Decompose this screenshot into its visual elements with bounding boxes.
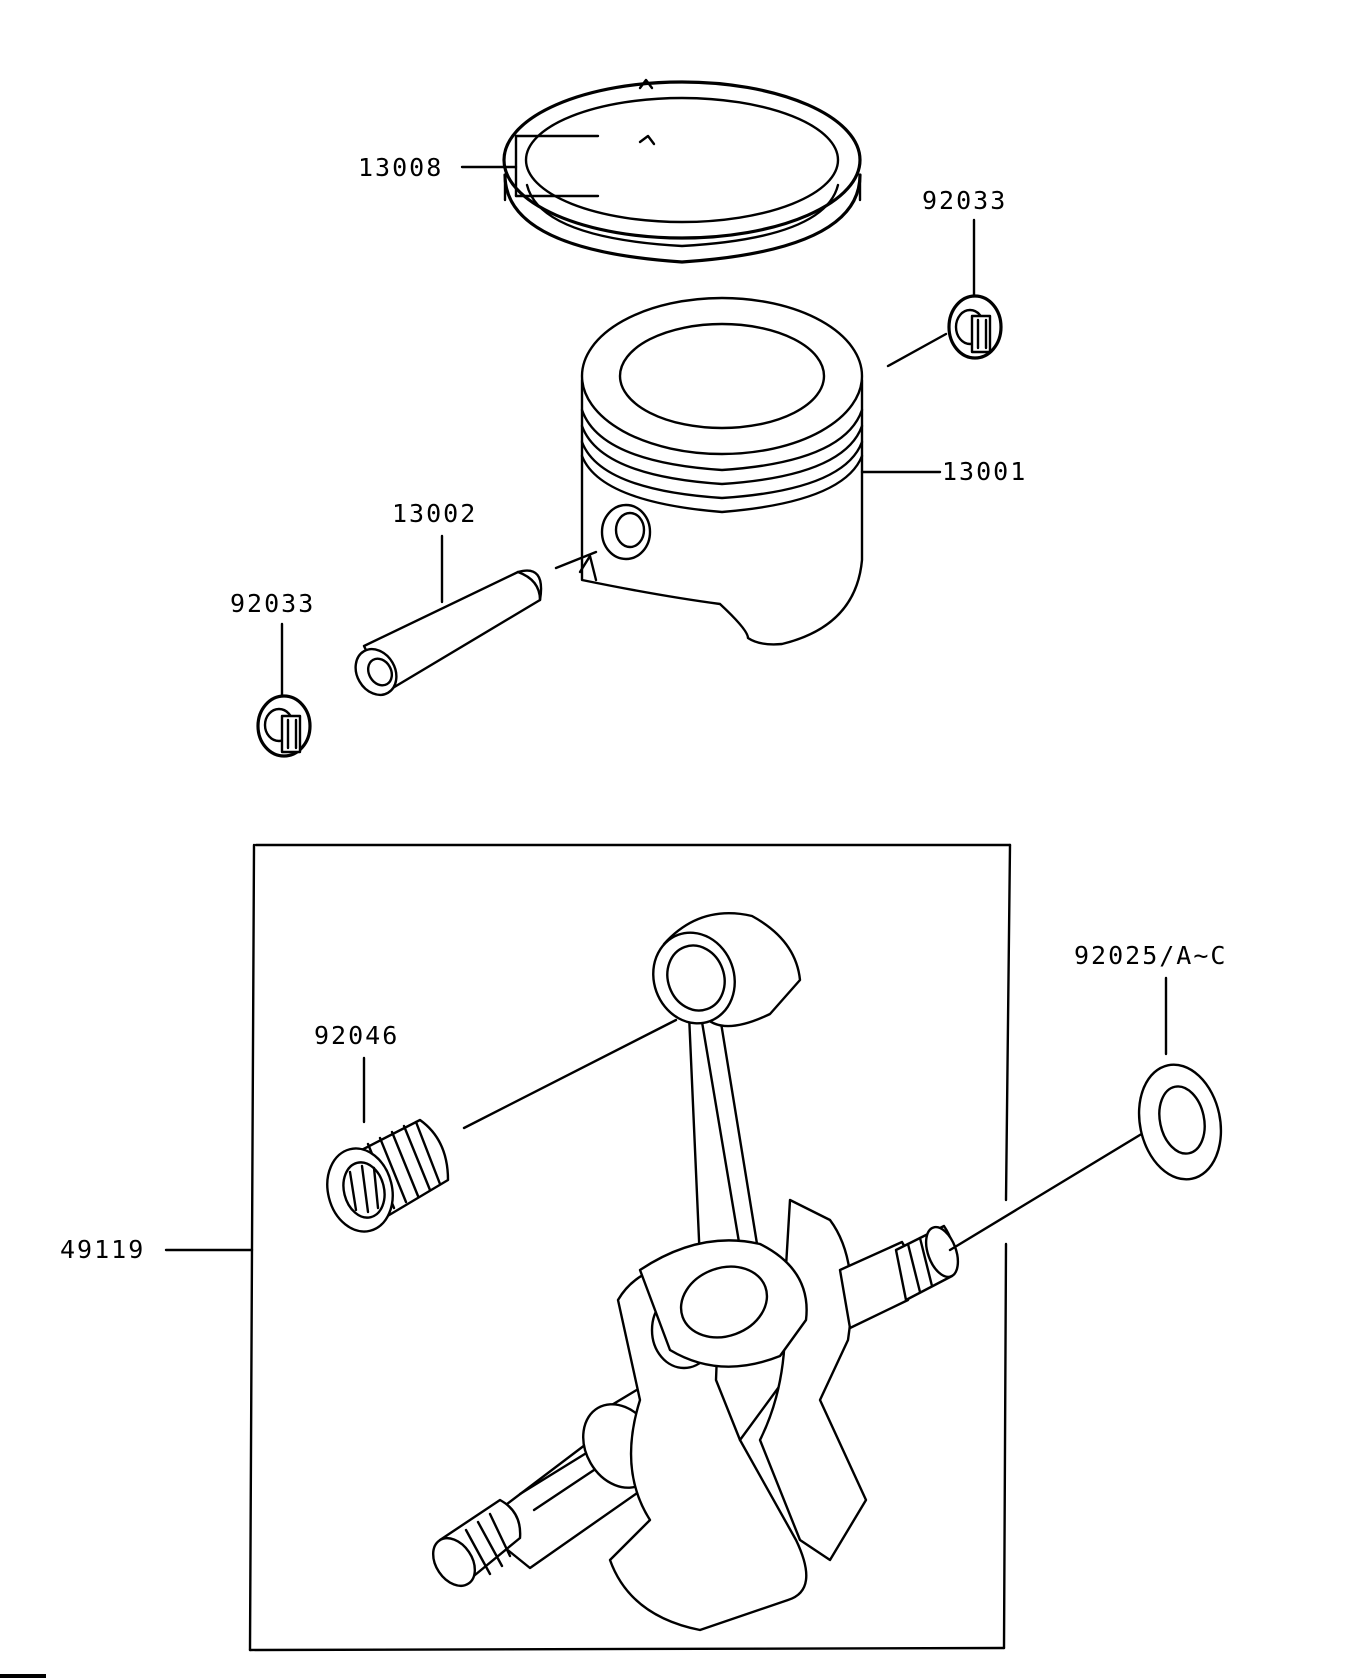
part-label-92046: 92046: [314, 1021, 399, 1050]
part-label-92033-left: 92033: [230, 589, 315, 618]
washer-icon: [1137, 1063, 1223, 1181]
part-label-13008: 13008: [358, 153, 443, 182]
leader-conrod-bearing: [462, 1018, 678, 1130]
assembly-box: [248, 843, 1012, 1652]
part-label-13001: 13001: [942, 457, 1027, 486]
leader-13008: [460, 134, 600, 198]
leader-92025: [948, 976, 1168, 1252]
leader-92033-right: [886, 218, 976, 368]
circlip-icon: [947, 294, 1003, 360]
circlip-icon: [256, 694, 312, 758]
crankshaft-icon: [431, 912, 960, 1632]
part-label-92025: 92025/A~C: [1074, 941, 1227, 970]
part-label-13002: 13002: [392, 499, 477, 528]
needle-bearing-icon: [326, 1118, 450, 1233]
piston-pin-icon: [354, 569, 543, 697]
part-label-92033-right: 92033: [922, 186, 1007, 215]
piston-ring-set-icon: [502, 78, 862, 264]
leader-13002: [440, 534, 598, 604]
part-label-49119: 49119: [60, 1235, 145, 1264]
piston-icon: [578, 296, 864, 646]
